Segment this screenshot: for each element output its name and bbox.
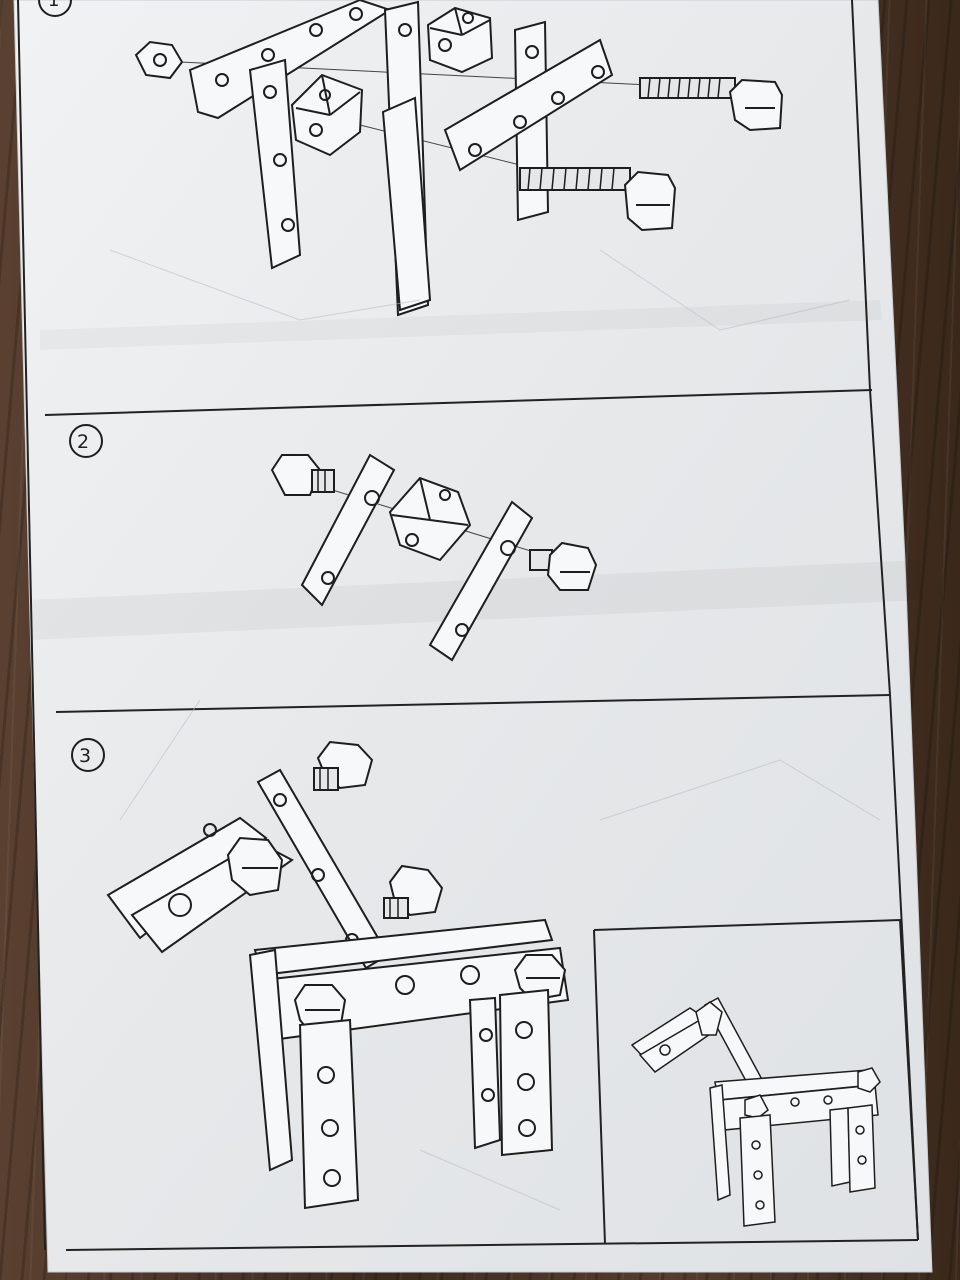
- step-2-panel: 2: [69, 424, 598, 662]
- svg-text:3: 3: [79, 745, 91, 767]
- frame-right: [851, 0, 871, 391]
- step-1-panel: 1: [38, 0, 784, 317]
- completed-model-preview: [630, 996, 881, 1227]
- svg-text:1: 1: [48, 0, 59, 11]
- svg-text:2: 2: [77, 431, 89, 453]
- frame-left: [17, 0, 46, 1251]
- step-3-panel: 3: [71, 738, 570, 1210]
